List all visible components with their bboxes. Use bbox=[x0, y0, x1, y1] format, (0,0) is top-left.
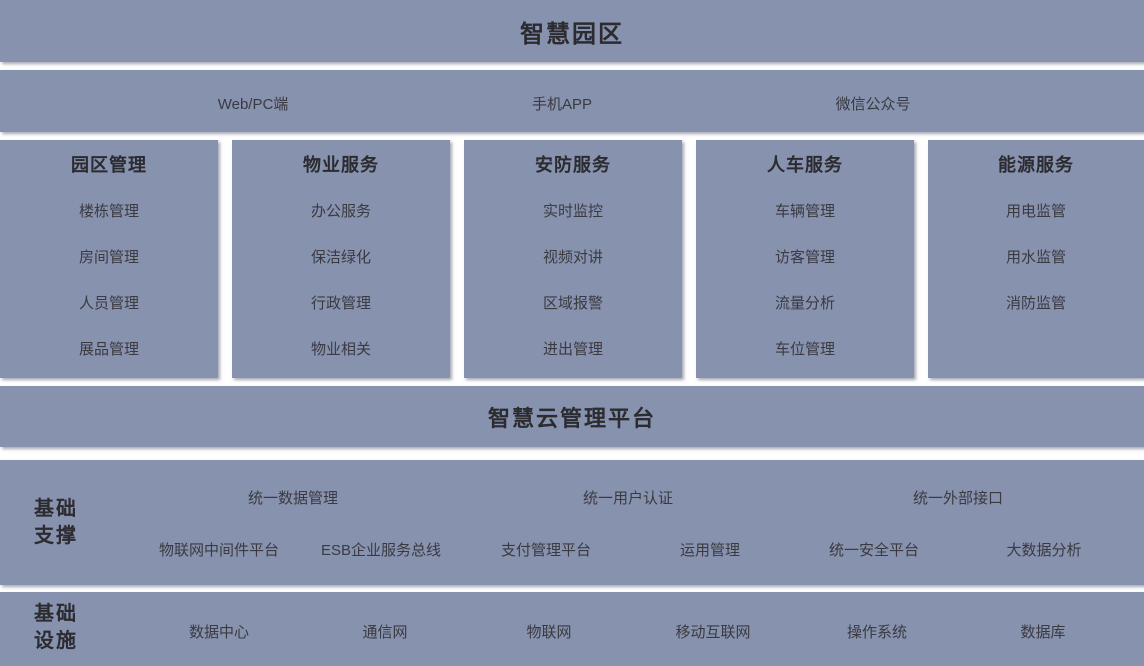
foundation-support-layer: 基础 支撑 统一数据管理 统一用户认证 统一外部接口 物联网中间件平台 ESB企… bbox=[0, 460, 1144, 585]
service-item-list: 实时监控 视频对讲 区域报警 进出管理 bbox=[464, 189, 682, 373]
support-unified-external-interface: 统一外部接口 bbox=[912, 490, 1004, 507]
service-item: 车辆管理 bbox=[774, 203, 835, 220]
main-title-bar: 智慧园区 bbox=[0, 0, 1144, 62]
service-item: 视频对讲 bbox=[542, 249, 603, 266]
support-big-data-analysis: 大数据分析 bbox=[1006, 542, 1082, 559]
service-item: 车位管理 bbox=[774, 341, 835, 358]
support-payment-management-platform: 支付管理平台 bbox=[500, 542, 592, 559]
infrastructure-label: 基础 设施 bbox=[34, 601, 78, 655]
service-item-list: 用电监管 用水监管 消防监管 bbox=[928, 189, 1144, 327]
infra-iot-network: 物联网 bbox=[526, 624, 572, 641]
support-unified-security-platform: 统一安全平台 bbox=[828, 542, 920, 559]
support-unified-data-management: 统一数据管理 bbox=[247, 490, 339, 507]
support-operation-management: 运用管理 bbox=[679, 542, 741, 559]
service-item: 消防监管 bbox=[1005, 295, 1066, 312]
service-column-title: 园区管理 bbox=[71, 155, 147, 175]
channel-web-pc: Web/PC端 bbox=[217, 96, 289, 113]
support-iot-middleware-platform: 物联网中间件平台 bbox=[158, 542, 280, 559]
service-item-list: 办公服务 保洁绿化 行政管理 物业相关 bbox=[232, 189, 450, 373]
infrastructure-label-line1: 基础 bbox=[34, 603, 78, 625]
infra-database: 数据库 bbox=[1020, 624, 1066, 641]
infra-communication-network: 通信网 bbox=[362, 624, 408, 641]
service-item: 行政管理 bbox=[310, 295, 371, 312]
service-item: 访客管理 bbox=[774, 249, 835, 266]
infra-data-center: 数据中心 bbox=[188, 624, 250, 641]
foundation-support-label-line2: 支撑 bbox=[34, 525, 78, 547]
service-item: 区域报警 bbox=[542, 295, 603, 312]
service-item: 人员管理 bbox=[78, 295, 139, 312]
service-column-property-services: 物业服务 办公服务 保洁绿化 行政管理 物业相关 bbox=[232, 140, 450, 378]
service-item: 展品管理 bbox=[78, 341, 139, 358]
service-item: 房间管理 bbox=[78, 249, 139, 266]
service-column-people-vehicle-services: 人车服务 车辆管理 访客管理 流量分析 车位管理 bbox=[696, 140, 914, 378]
cloud-platform-bar: 智慧云管理平台 bbox=[0, 386, 1144, 447]
channel-mobile-app: 手机APP bbox=[531, 96, 593, 113]
service-item: 物业相关 bbox=[310, 341, 371, 358]
infra-operating-system: 操作系统 bbox=[846, 624, 908, 641]
service-item: 保洁绿化 bbox=[310, 249, 371, 266]
support-unified-user-auth: 统一用户认证 bbox=[582, 490, 674, 507]
service-column-title: 安防服务 bbox=[535, 155, 611, 175]
service-item: 办公服务 bbox=[310, 203, 371, 220]
foundation-support-label: 基础 支撑 bbox=[34, 496, 78, 550]
infrastructure-layer: 基础 设施 数据中心 通信网 物联网 移动互联网 操作系统 数据库 bbox=[0, 592, 1144, 666]
service-item-list: 车辆管理 访客管理 流量分析 车位管理 bbox=[696, 189, 914, 373]
service-column-park-management: 园区管理 楼栋管理 房间管理 人员管理 展品管理 bbox=[0, 140, 218, 378]
infra-mobile-internet: 移动互联网 bbox=[675, 624, 751, 641]
main-title: 智慧园区 bbox=[520, 20, 624, 48]
channel-bar: Web/PC端 手机APP 微信公众号 bbox=[0, 70, 1144, 132]
service-column-title: 物业服务 bbox=[303, 155, 379, 175]
service-column-title: 能源服务 bbox=[998, 155, 1074, 175]
infrastructure-label-line2: 设施 bbox=[34, 630, 78, 652]
channel-wechat-official: 微信公众号 bbox=[835, 96, 911, 113]
service-item: 实时监控 bbox=[542, 203, 603, 220]
cloud-platform-title: 智慧云管理平台 bbox=[487, 405, 656, 431]
foundation-support-label-line1: 基础 bbox=[34, 498, 78, 520]
service-item: 用水监管 bbox=[1005, 249, 1066, 266]
service-item: 用电监管 bbox=[1005, 203, 1066, 220]
support-esb-service-bus: ESB企业服务总线 bbox=[320, 542, 442, 559]
service-column-security-services: 安防服务 实时监控 视频对讲 区域报警 进出管理 bbox=[464, 140, 682, 378]
service-item: 进出管理 bbox=[542, 341, 603, 358]
service-column-energy-services: 能源服务 用电监管 用水监管 消防监管 bbox=[928, 140, 1144, 378]
service-item: 楼栋管理 bbox=[78, 203, 139, 220]
service-column-title: 人车服务 bbox=[767, 155, 843, 175]
service-item-list: 楼栋管理 房间管理 人员管理 展品管理 bbox=[0, 189, 218, 373]
service-item: 流量分析 bbox=[774, 295, 835, 312]
